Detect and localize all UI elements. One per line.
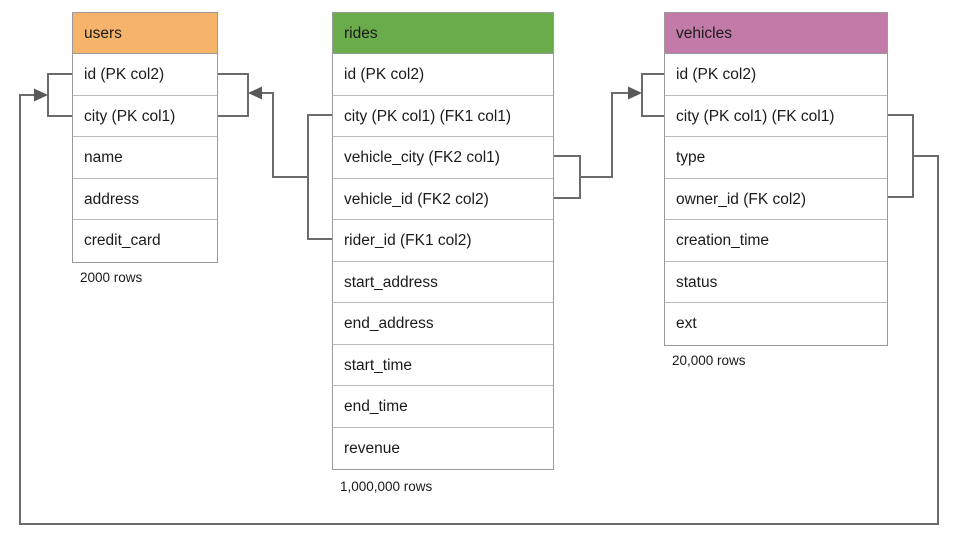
field-rides-vehicle-city[interactable]: vehicle_city (FK2 col1)	[333, 137, 553, 179]
entity-rides[interactable]: rides id (PK col2) city (PK col1) (FK1 c…	[332, 12, 554, 470]
field-rides-start-address[interactable]: start_address	[333, 262, 553, 303]
wire-rides-fk1-to-users	[255, 92, 333, 240]
field-vehicles-ext[interactable]: ext	[676, 315, 697, 332]
arrowhead-rides-fk2-to-vehicles	[628, 86, 642, 100]
field-vehicles-type[interactable]: type	[665, 137, 887, 179]
rowcount-users: 2000 rows	[80, 270, 143, 285]
rowcount-rides: 1,000,000 rows	[340, 479, 433, 494]
field-vehicles-city[interactable]: city (PK col1) (FK col1)	[665, 96, 887, 137]
field-users-credit-card[interactable]: credit_card	[84, 232, 161, 249]
field-vehicles-id[interactable]: id (PK col2)	[665, 54, 887, 96]
field-vehicles-creation-time[interactable]: creation_time	[665, 220, 887, 262]
vehicles-right-bracket	[887, 114, 914, 198]
field-users-address[interactable]: address	[73, 179, 217, 220]
users-right-bracket	[217, 73, 249, 117]
field-rides-end-address[interactable]: end_address	[333, 303, 553, 345]
field-rides-city[interactable]: city (PK col1) (FK1 col1)	[333, 96, 553, 137]
entity-users[interactable]: users id (PK col2) city (PK col1) name a…	[72, 12, 218, 263]
field-rides-revenue[interactable]: revenue	[344, 439, 401, 457]
field-users-city[interactable]: city (PK col1)	[73, 96, 217, 137]
field-rides-rider-id[interactable]: rider_id (FK1 col2)	[333, 220, 553, 262]
field-vehicles-owner-id[interactable]: owner_id (FK col2)	[665, 179, 887, 220]
wire-rides-fk2-to-vehicles	[553, 92, 635, 199]
field-rides-id[interactable]: id (PK col2)	[333, 54, 553, 96]
rowcount-vehicles: 20,000 rows	[672, 353, 746, 368]
entity-vehicles[interactable]: vehicles id (PK col2) city (PK col1) (FK…	[664, 12, 888, 346]
arrowhead-rides-fk1-to-users	[248, 86, 262, 100]
field-rides-vehicle-id[interactable]: vehicle_id (FK2 col2)	[333, 179, 553, 220]
field-users-id[interactable]: id (PK col2)	[73, 54, 217, 96]
entity-vehicles-title: vehicles	[665, 13, 887, 54]
arrowhead-vehicles-fk-to-users	[34, 88, 48, 102]
users-left-bracket	[47, 73, 73, 117]
vehicles-left-bracket	[641, 73, 665, 117]
field-rides-start-time[interactable]: start_time	[333, 345, 553, 386]
entity-rides-title: rides	[333, 13, 553, 54]
field-users-name[interactable]: name	[73, 137, 217, 179]
field-vehicles-status[interactable]: status	[665, 262, 887, 303]
field-rides-end-time[interactable]: end_time	[333, 386, 553, 428]
entity-users-title: users	[73, 13, 217, 54]
